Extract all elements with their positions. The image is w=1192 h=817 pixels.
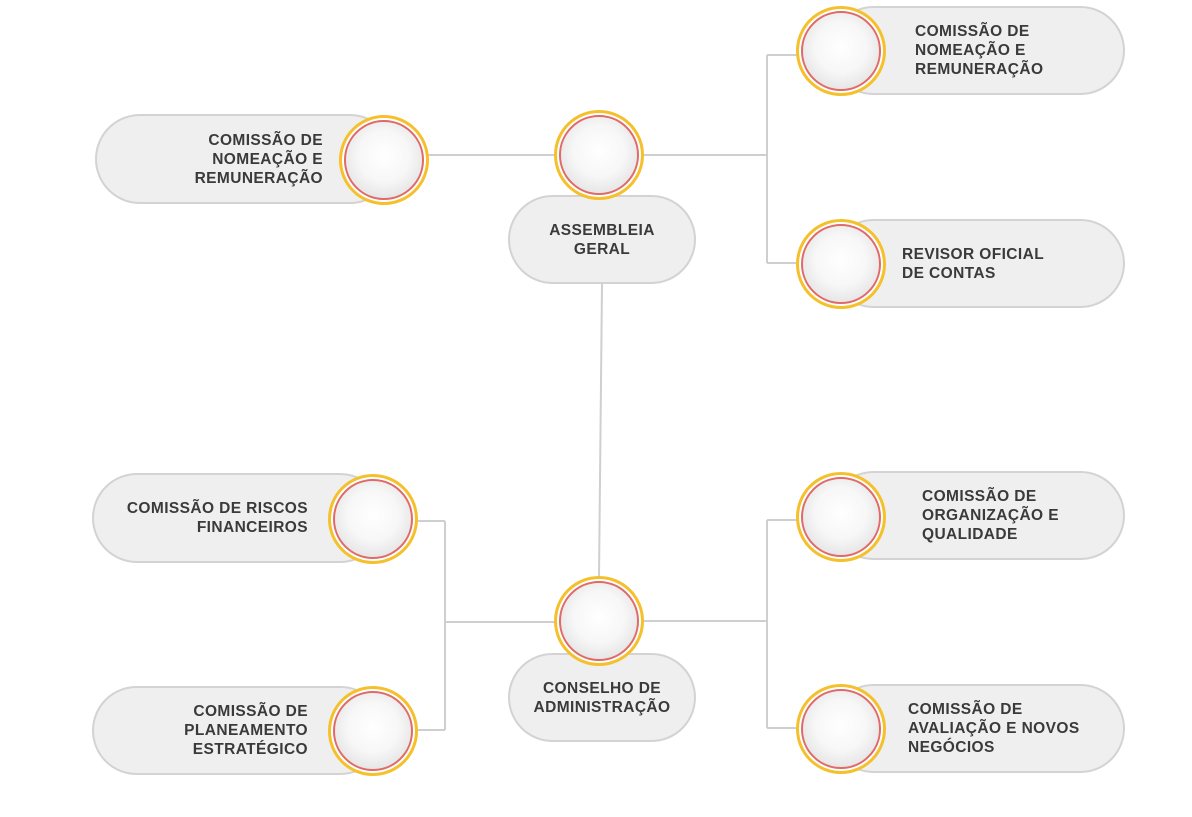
assembleia-geral-node	[554, 110, 644, 200]
planeamento-estrategico-label: COMISSÃO DE PLANEAMENTO ESTRATÉGICO	[184, 703, 308, 758]
riscos-financeiros-label: COMISSÃO DE RISCOS FINANCEIROS	[126, 500, 308, 536]
right-nomeacao-remuneracao-label: COMISSÃO DE NOMEAÇÃO E REMUNERAÇÃO	[915, 23, 1044, 78]
right-nomeacao-remuneracao-box: COMISSÃO DE NOMEAÇÃO E REMUNERAÇÃO	[829, 6, 1125, 95]
right-nomeacao-remuneracao-node	[796, 6, 886, 96]
conselho-administracao-box: CONSELHO DE ADMINISTRAÇÃO	[508, 653, 696, 742]
connector-assembleia-to-conselho	[598, 283, 603, 579]
node-inner-ring	[559, 115, 639, 195]
riscos-financeiros-box: COMISSÃO DE RISCOS FINANCEIROS	[92, 473, 385, 563]
avaliacao-novos-negocios-node	[796, 684, 886, 774]
node-inner-ring	[801, 689, 881, 769]
node-inner-ring	[801, 224, 881, 304]
left-nomeacao-remuneracao-node	[339, 115, 429, 205]
revisor-oficial-contas-label: REVISOR OFICIAL DE CONTAS	[902, 245, 1045, 282]
organizacao-qualidade-label: COMISSÃO DE ORGANIZAÇÃO E QUALIDADE	[922, 488, 1059, 543]
node-inner-ring	[801, 11, 881, 91]
node-inner-ring	[333, 479, 413, 559]
riscos-financeiros-node	[328, 474, 418, 564]
conselho-administracao-label: CONSELHO DE ADMINISTRAÇÃO	[533, 679, 671, 716]
node-inner-ring	[344, 120, 424, 200]
revisor-oficial-contas-node	[796, 219, 886, 309]
avaliacao-novos-negocios-box: COMISSÃO DE AVALIAÇÃO E NOVOS NEGÓCIOS	[829, 684, 1125, 773]
node-inner-ring	[559, 581, 639, 661]
conselho-administracao-node	[554, 576, 644, 666]
assembleia-geral-box: ASSEMBLEIA GERAL	[508, 195, 696, 284]
organizacao-qualidade-node	[796, 472, 886, 562]
left-nomeacao-remuneracao-label: COMISSÃO DE NOMEAÇÃO E REMUNERAÇÃO	[194, 131, 323, 187]
planeamento-estrategico-node	[328, 686, 418, 776]
assembleia-geral-label: ASSEMBLEIA GERAL	[549, 221, 655, 258]
node-inner-ring	[333, 691, 413, 771]
avaliacao-novos-negocios-label: COMISSÃO DE AVALIAÇÃO E NOVOS NEGÓCIOS	[908, 701, 1080, 756]
node-inner-ring	[801, 477, 881, 557]
